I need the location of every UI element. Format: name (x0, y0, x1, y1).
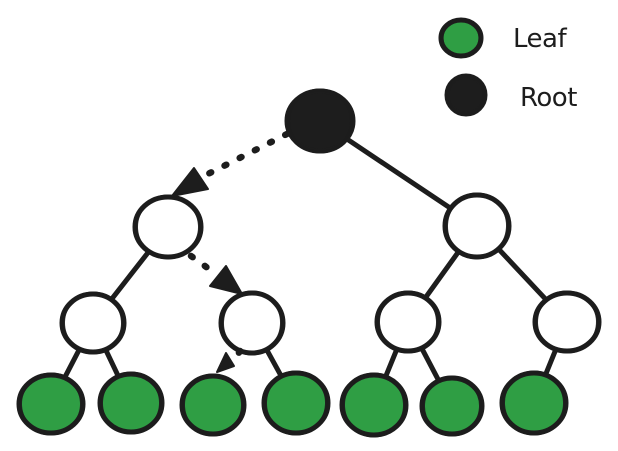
edge-n-lr-leaf-4 (263, 346, 285, 381)
root-node-root (284, 88, 356, 154)
arrowhead-icon (216, 352, 235, 373)
leaf-node-leaf-7 (499, 370, 569, 436)
traversal-arrows-layer (171, 130, 291, 373)
traversal-arrow-n-l-n-lr (187, 252, 243, 295)
legend-root-label: Root (520, 83, 577, 113)
edge-root-n-r (342, 135, 455, 213)
internal-node-n-lr (218, 290, 286, 356)
internal-node-n-ll (59, 291, 127, 355)
legend-item-root: Root (444, 73, 578, 117)
tree-nodes-layer (16, 88, 602, 438)
dotted-path (232, 347, 244, 361)
dotted-path (187, 252, 220, 278)
edge-n-r-n-rr (495, 245, 551, 304)
traversal-arrow-root-n-l (171, 130, 291, 197)
edge-n-rl-leaf-6 (418, 345, 442, 385)
arrowhead-icon (209, 265, 243, 295)
internal-node-n-l (132, 194, 204, 260)
edge-n-rr-leaf-7 (542, 346, 559, 379)
tree-edges-layer (61, 135, 559, 385)
leaf-node-leaf-1 (16, 372, 86, 436)
leaf-node-leaf-4 (261, 370, 331, 436)
leaf-node-leaf-6 (419, 375, 485, 437)
traversal-arrow-n-lr-leaf-3 (216, 347, 244, 373)
leaf-node-leaf-3 (179, 373, 247, 437)
legend-item-leaf: Leaf (438, 17, 568, 59)
legend-leaf-label: Leaf (513, 24, 567, 54)
edge-n-ll-leaf-2 (102, 346, 122, 381)
internal-node-n-r (442, 192, 512, 260)
edge-n-ll-leaf-1 (61, 346, 83, 382)
edge-n-r-n-rl (421, 248, 462, 302)
internal-node-n-rr (532, 290, 602, 354)
edge-n-l-n-ll (107, 248, 152, 304)
dotted-path (200, 130, 291, 180)
arrowhead-icon (171, 167, 209, 197)
edge-n-rl-leaf-5 (382, 346, 400, 381)
leaf-node-leaf-2 (97, 371, 165, 435)
internal-node-n-rl (374, 290, 442, 354)
leaf-node-leaf-5 (339, 372, 409, 438)
